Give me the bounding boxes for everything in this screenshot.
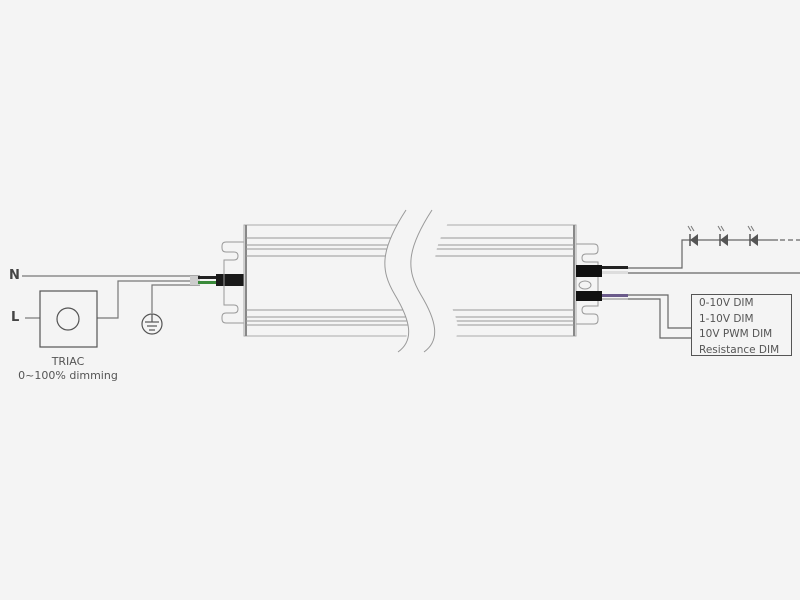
dim-wire-2: [628, 298, 691, 339]
led-diode-icon: [717, 225, 728, 246]
live-wire-out: [97, 280, 200, 319]
led-string: [687, 225, 758, 246]
dimming-option: 0-10V DIM: [699, 297, 754, 309]
dim-wire-1: [628, 294, 691, 329]
dimming-option: 1-10V DIM: [699, 312, 754, 325]
earth-wire: [151, 284, 200, 313]
ground-icon: [141, 313, 163, 335]
live-label: L: [11, 310, 20, 325]
dimming-option: Resistance DIM: [699, 343, 780, 356]
output-cable: [576, 265, 628, 277]
triac-title: TRIAC: [51, 355, 85, 368]
led-positive-wire: [628, 239, 778, 269]
triac-subtitle: 0~100% dimming: [18, 369, 118, 382]
triac-box: [39, 290, 98, 348]
neutral-label: N: [9, 268, 20, 283]
length-break: [384, 210, 458, 350]
led-diode-icon: [747, 225, 758, 246]
led-diode-icon: [687, 225, 698, 246]
input-cable: [190, 274, 244, 286]
dimming-cable: [576, 291, 628, 301]
dimming-option: 10V PWM DIM: [699, 328, 773, 340]
triac-knob-icon: [56, 307, 80, 331]
dimming-options-box: 0-10V DIM 1-10V DIM 10V PWM DIM Resistan…: [691, 294, 792, 356]
